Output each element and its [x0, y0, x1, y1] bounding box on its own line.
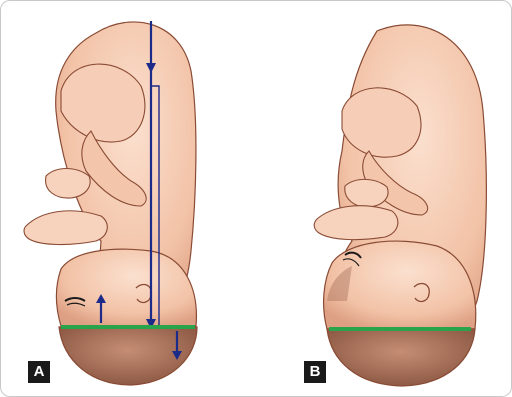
thigh-shape	[342, 88, 421, 157]
arm-hand-shape	[24, 211, 107, 245]
panel-label-a: A	[28, 361, 50, 383]
fetus-a-illustration	[1, 1, 257, 396]
panel-a: A	[1, 1, 257, 396]
foot-shape	[46, 169, 91, 199]
scalp-shape	[327, 329, 475, 386]
fetus-b-illustration	[257, 1, 511, 396]
panel-b: B	[257, 1, 511, 396]
arm-hand-shape	[314, 206, 398, 240]
panel-label-b: B	[304, 361, 326, 383]
